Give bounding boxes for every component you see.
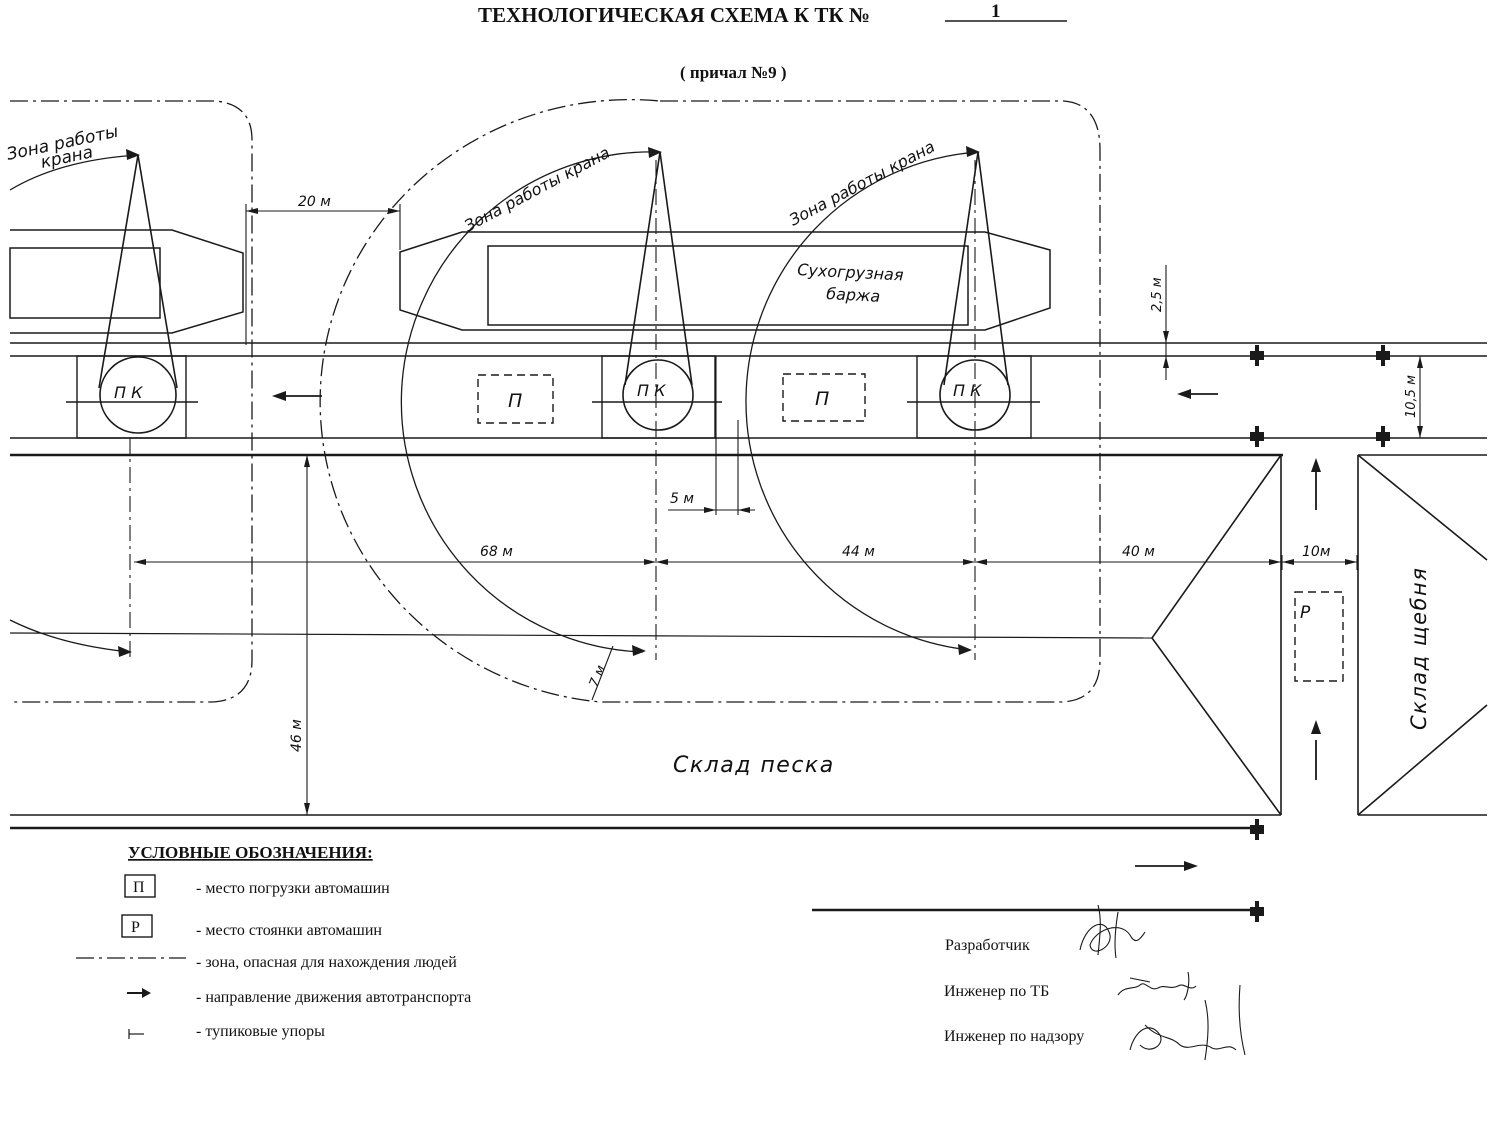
berth-subtitle: ( причал №9 )	[680, 63, 786, 82]
dead-end-stop-icon	[128, 1029, 144, 1039]
gravel-store-outline	[1357, 454, 1488, 816]
legend-symbol-loading: П	[133, 879, 145, 896]
legend-symbol-parking: Р	[131, 919, 140, 936]
dim-46m: 46 м	[289, 719, 305, 752]
arrow-right-icon	[142, 988, 151, 998]
legend-box-parking	[121, 914, 153, 938]
barge-label-line2: баржа	[826, 284, 881, 306]
hazard-zone-right	[319, 98, 1101, 703]
legend-text-loading: - место погрузки автомашин	[196, 880, 390, 897]
loading-spot-1: П	[508, 390, 522, 412]
sand-store-label: Склад песка	[673, 753, 835, 778]
hazard-zone-left	[10, 100, 253, 703]
traffic-arrowheads	[272, 389, 1321, 871]
barge-left	[9, 229, 244, 334]
loading-spot-boxes	[477, 373, 866, 424]
sand-store-outline	[9, 454, 1282, 830]
swing-arc-arrowheads	[118, 146, 980, 657]
crane-left	[98, 154, 178, 434]
parking-spot-box	[1294, 591, 1344, 682]
legend-title: УСЛОВНЫЕ ОБОЗНАЧЕНИЯ:	[128, 843, 373, 862]
signature-supervisor-label: Инженер по надзору	[944, 1028, 1084, 1045]
crane-swing-arcs	[9, 151, 979, 653]
dim-7m: 7 м	[587, 663, 609, 689]
crane-centerlines	[129, 160, 976, 660]
crane-label-right: П К	[953, 381, 982, 400]
dim-68m: 68 м	[480, 544, 513, 560]
legend-text-traffic: - направление движения автотранспорта	[196, 989, 471, 1006]
legend-text-parking: - место стоянки автомашин	[196, 922, 382, 939]
scheme-number: 1	[991, 1, 1001, 22]
traffic-arrows	[275, 393, 1317, 867]
dimension-lines	[134, 204, 1421, 815]
crane-zone-middle-label: Зона работы крана	[461, 143, 613, 236]
barge-label-line1: Сухогрузная	[797, 260, 905, 285]
dim-20m: 20 м	[298, 194, 331, 210]
dim-10-5m: 10,5 м	[1404, 375, 1419, 418]
dim-40m: 40 м	[1122, 544, 1155, 560]
crane-middle	[622, 151, 694, 431]
berth-rails	[10, 342, 1487, 457]
crane-label-middle: П К	[637, 381, 666, 400]
dim-10m: 10м	[1302, 544, 1331, 560]
handwritten-signatures	[1079, 904, 1246, 1061]
dry-cargo-barge	[399, 231, 1051, 331]
legend-text-danger-zone: - зона, опасная для нахождения людей	[196, 954, 457, 971]
gravel-store-label: Склад щебня	[1407, 567, 1431, 730]
dead-end-stops	[1250, 345, 1390, 922]
legend-text-stops: - тупиковые упоры	[196, 1023, 325, 1040]
crane-zone-right-label: Зона работы крана	[786, 137, 938, 230]
dim-5m: 5 м	[670, 491, 694, 507]
dim-44m: 44 м	[842, 544, 875, 560]
legend-box-loading	[124, 874, 156, 898]
loading-spot-2: П	[815, 388, 829, 410]
scheme-title: ТЕХНОЛОГИЧЕСКАЯ СХЕМА К ТК №	[478, 3, 870, 27]
signature-safety-engineer-label: Инженер по ТБ	[944, 983, 1049, 1000]
dimension-arrowheads	[134, 208, 1423, 815]
parking-spot-label: Р	[1300, 603, 1311, 623]
dim-2-5m: 2,5 м	[1150, 277, 1165, 312]
signature-developer-label: Разработчик	[945, 937, 1030, 954]
crane-label-left: П К	[114, 383, 143, 402]
